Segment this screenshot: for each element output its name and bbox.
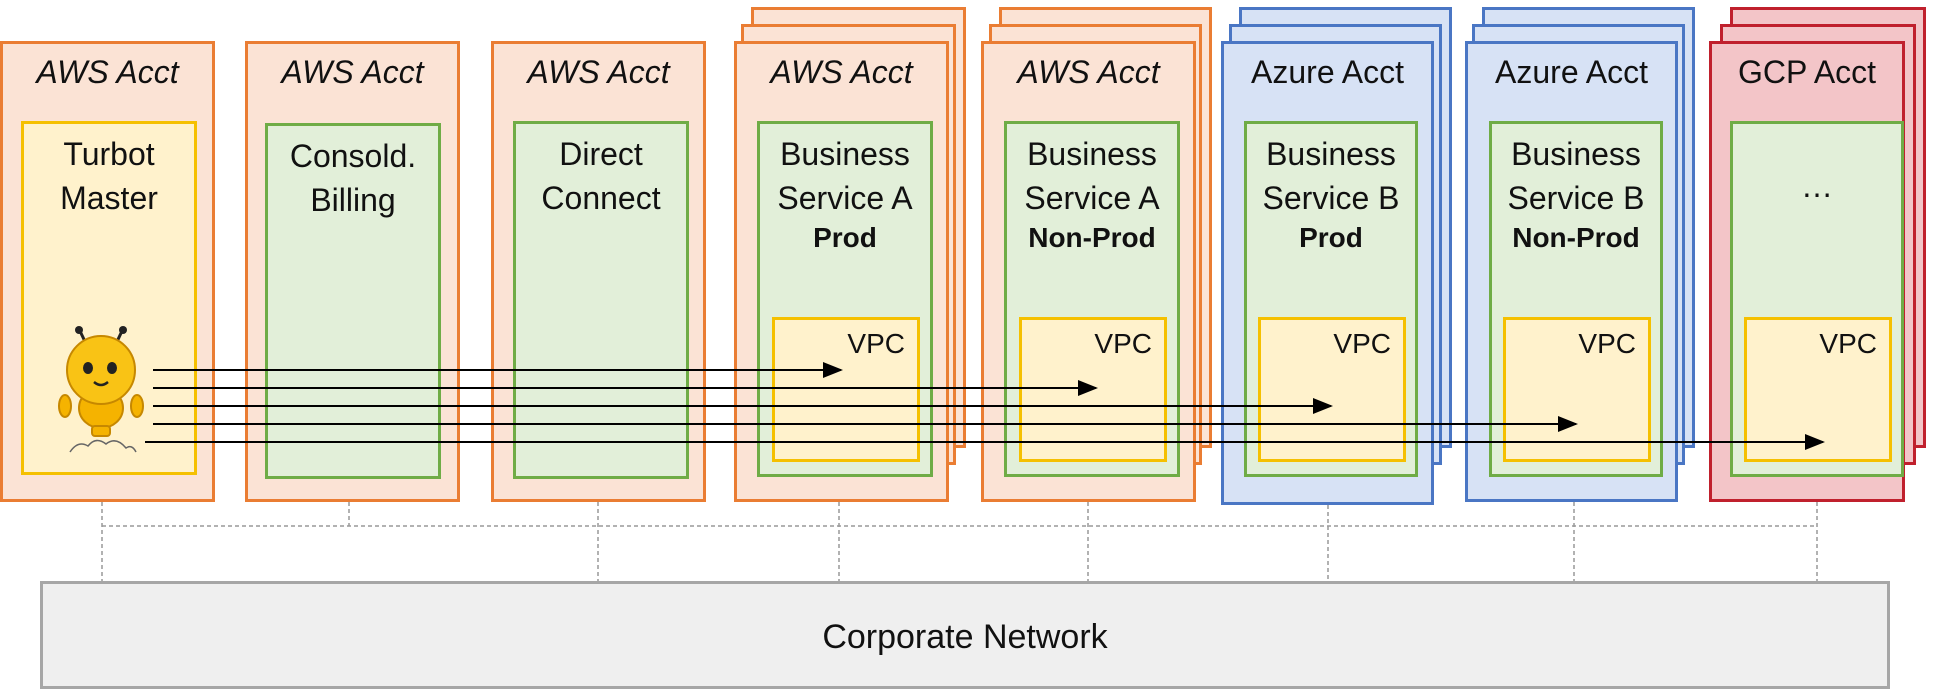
vpc-label: VPC	[1578, 328, 1636, 359]
service-environment: Non-Prod	[1028, 222, 1156, 253]
vpc-label: VPC	[847, 328, 905, 359]
account-aws-direct-connect: AWS Acct Direct Connect	[491, 41, 706, 502]
account-title: AWS Acct	[281, 54, 424, 90]
service-environment: Prod	[1299, 222, 1363, 253]
account-title: AWS Acct	[1017, 54, 1160, 90]
account-aws-consolidated-billing: AWS Acct Consold. Billing	[245, 41, 460, 502]
service-business-a-prod: Business Service A Prod VPC	[757, 121, 933, 477]
service-name: Business Service B	[1262, 136, 1400, 216]
network-dashed-links	[101, 502, 1818, 581]
service-direct-connect: Direct Connect	[513, 121, 689, 479]
service-turbot-master: Turbot Master	[21, 121, 197, 475]
account-title: Azure Acct	[1251, 54, 1404, 90]
service-name: Turbot Master	[60, 136, 158, 216]
account-title: AWS Acct	[527, 54, 670, 90]
service-business-b-nonprod: Business Service B Non-Prod VPC	[1489, 121, 1663, 477]
vpc-label: VPC	[1333, 328, 1391, 359]
account-aws-service-a-prod: AWS Acct Business Service A Prod VPC	[734, 41, 949, 502]
corporate-network: Corporate Network	[40, 581, 1890, 689]
service-consolidated-billing: Consold. Billing	[265, 123, 441, 479]
service-name: Business Service A	[1024, 136, 1160, 216]
service-business-b-prod: Business Service B Prod VPC	[1244, 121, 1418, 477]
vpc-box: VPC	[772, 317, 920, 462]
account-azure-service-b-nonprod: Azure Acct Business Service B Non-Prod V…	[1465, 41, 1678, 502]
service-name: Business Service B	[1507, 136, 1645, 216]
vpc-box: VPC	[1503, 317, 1651, 462]
corporate-network-label: Corporate Network	[822, 618, 1108, 656]
service-name: Consold. Billing	[289, 138, 417, 218]
account-title: GCP Acct	[1737, 54, 1877, 90]
vpc-label: VPC	[1819, 328, 1877, 359]
account-azure-service-b-prod: Azure Acct Business Service B Prod VPC	[1221, 41, 1434, 505]
turbot-bee-robot-icon	[56, 326, 146, 456]
service-name: Direct Connect	[541, 136, 661, 216]
account-title: AWS Acct	[770, 54, 913, 90]
account-gcp: GCP Acct … VPC	[1709, 41, 1905, 502]
service-name: Business Service A	[777, 136, 913, 216]
service-environment: Prod	[813, 222, 877, 253]
turbot-arrows	[145, 362, 1825, 450]
account-title: Azure Acct	[1495, 54, 1648, 90]
account-aws-turbot-master: AWS Acct Turbot Master	[0, 41, 215, 502]
service-environment: Non-Prod	[1512, 222, 1640, 253]
vpc-box: VPC	[1258, 317, 1406, 462]
account-title: AWS Acct	[36, 54, 179, 90]
vpc-label: VPC	[1094, 328, 1152, 359]
service-name: …	[1801, 168, 1833, 204]
